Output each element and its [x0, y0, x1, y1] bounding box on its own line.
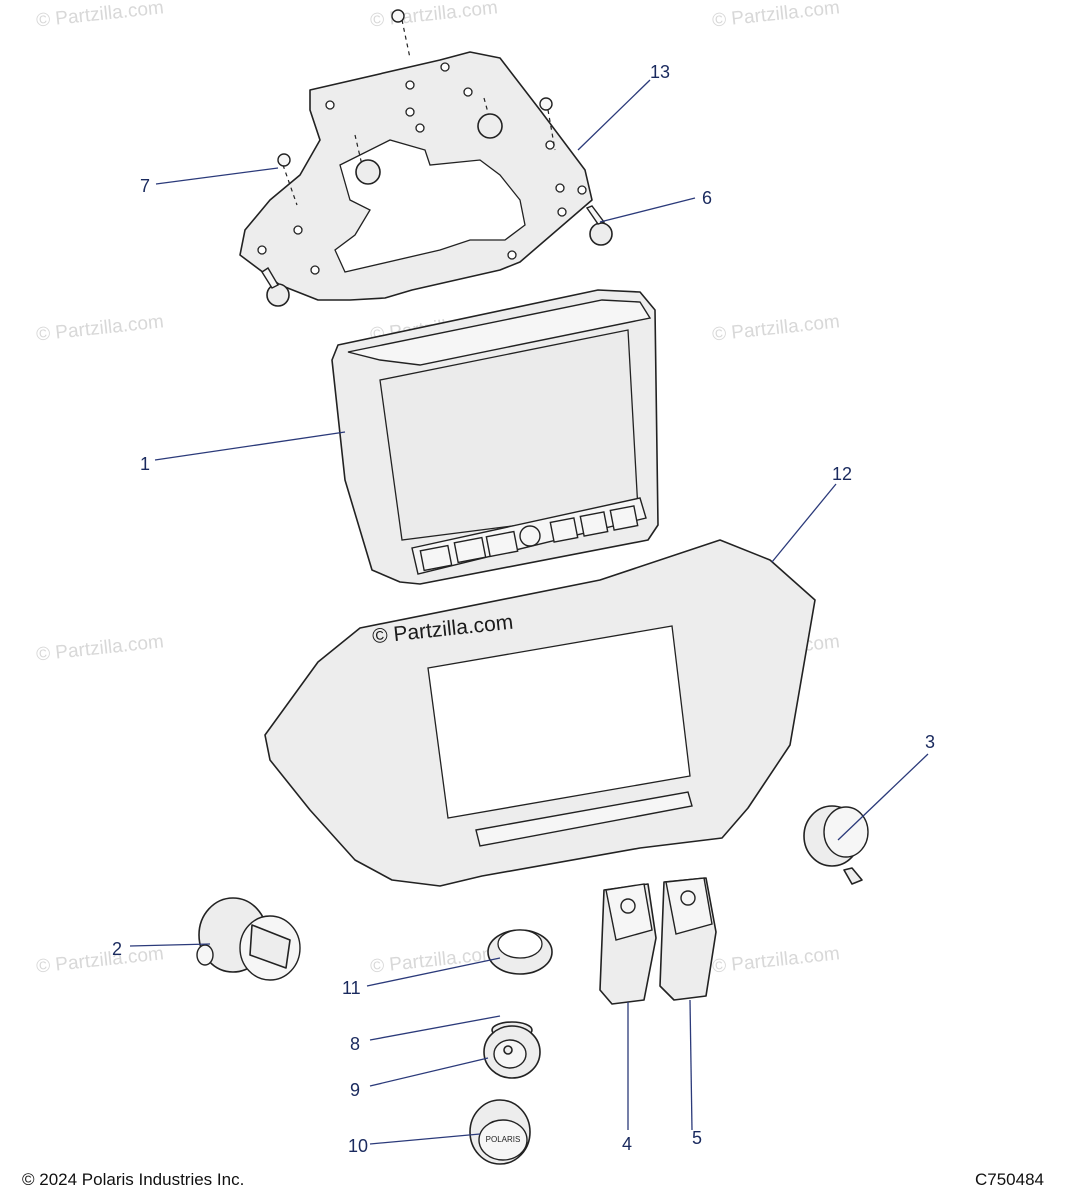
rotary-knob	[196, 897, 301, 981]
callout-10: 10	[348, 1136, 368, 1156]
callout-4: 4	[622, 1134, 632, 1154]
rocker-switch-left	[599, 883, 657, 1005]
diagram-code: C750484	[974, 1170, 1044, 1189]
callout-8: 8	[350, 1034, 360, 1054]
usb-port	[483, 1021, 541, 1079]
callout-12: 12	[832, 464, 852, 484]
callout-7: 7	[140, 176, 150, 196]
display-bezel	[264, 539, 816, 887]
callout-13: 13	[650, 62, 670, 82]
callout-6: 6	[702, 188, 712, 208]
port-cap: POLARIS	[469, 1099, 531, 1165]
bracket-screws	[261, 9, 613, 307]
callout-11: 11	[342, 978, 361, 998]
mounting-bracket	[239, 51, 593, 301]
mounting-nut	[487, 929, 553, 975]
callout-9: 9	[350, 1080, 360, 1100]
leader-lines	[129, 79, 929, 1145]
display-unit	[331, 289, 659, 585]
callout-5: 5	[692, 1128, 702, 1148]
callout-labels: 1 2 3 4 5 6 7 8 9 10 11 12 13	[112, 62, 935, 1156]
callout-1: 1	[140, 454, 150, 474]
copyright-text: © 2024 Polaris Industries Inc.	[22, 1170, 245, 1189]
power-outlet	[803, 805, 869, 885]
rocker-switch-right	[659, 877, 717, 1001]
callout-3: 3	[925, 732, 935, 752]
cap-logo-text: POLARIS	[486, 1135, 521, 1144]
callout-2: 2	[112, 939, 122, 959]
